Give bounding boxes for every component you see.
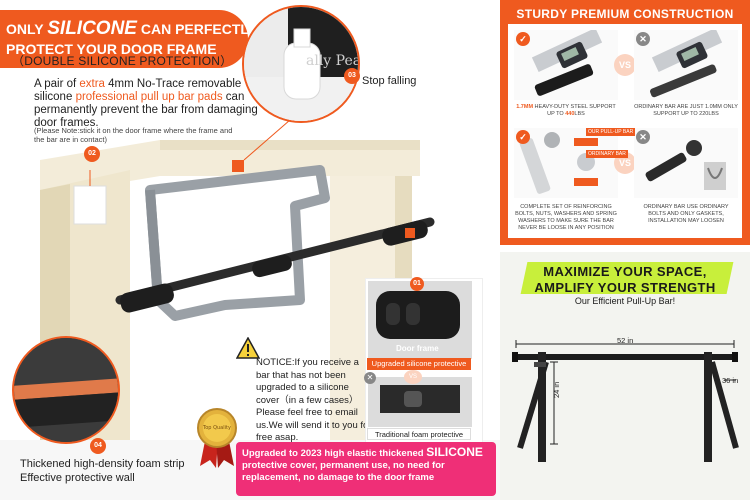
banner-highlight: SILICONE xyxy=(47,18,137,39)
wall-mount-bar-diagram xyxy=(512,340,739,462)
cross-icon: ✕ xyxy=(636,130,650,144)
depth-dimension-label: 36 in xyxy=(722,376,739,385)
badge-04: 04 xyxy=(90,438,106,454)
vs-badge-top: VS xyxy=(614,54,636,76)
caption-reinforcing-bolts: COMPLETE SET OF REINFORCING BOLTS, NUTS,… xyxy=(515,204,617,231)
space-title-line-1: MAXIMIZE YOUR SPACE, xyxy=(543,264,707,279)
pad-desc-part: can permanently prevent the bar from dam… xyxy=(34,91,258,129)
check-icon: ✓ xyxy=(516,32,530,46)
medal-text: Top Quality xyxy=(202,425,231,431)
caption-ordinary-bolts: ORDINARY BAR USE ORDINARY BOLTS AND ONLY… xyxy=(643,204,729,224)
upgrade-highlight: SILICONE xyxy=(426,445,483,459)
banner-line-3: （DOUBLE SILICONE PROTECTION） xyxy=(12,54,233,68)
traditional-caption: Traditional foam protective xyxy=(367,428,471,440)
warning-icon xyxy=(236,337,260,359)
space-title-line-2: AMPLIFY YOUR STRENGTH xyxy=(534,280,716,295)
upgrade-rest: protective cover, permanent use, no need… xyxy=(242,460,445,483)
vs-badge: VS xyxy=(404,370,422,384)
headline-banner: ONLY SILICONE CAN PERFECTLY PROTECT YOUR… xyxy=(0,10,257,68)
caption-ordinary-steel: ORDINARY BAR ARE JUST 1.0MM ONLY SUPPORT… xyxy=(634,104,738,117)
bolts-ordinary-image xyxy=(634,128,738,198)
banner-line-2: PROTECT YOUR DOOR FRAME xyxy=(6,41,217,57)
pad-comparison-images xyxy=(368,281,472,427)
caliper-ordinary-image xyxy=(634,27,738,100)
badge-03: 03 xyxy=(344,68,360,84)
width-dimension-label: 52 in xyxy=(617,336,634,345)
quality-medal-icon: Top Quality xyxy=(197,408,237,468)
notice-text: NOTICE:If you receive a bar that has not… xyxy=(256,357,372,443)
construction-title: STURDY PREMIUM CONSTRUCTION xyxy=(516,7,734,21)
upgrade-lead: Upgraded to 2023 high elastic thickened xyxy=(242,448,427,459)
door-frame-label: Door frame xyxy=(396,344,439,353)
brand-logo-text: ally Pea xyxy=(306,53,360,69)
cap-weight: 440 xyxy=(565,111,575,117)
silicone-protection-panel: ONLY SILICONE CAN PERFECTLY PROTECT YOUR… xyxy=(0,5,496,500)
foam-strip-description: Thickened high-density foam strip Effect… xyxy=(20,458,185,484)
foam-strip-detail xyxy=(12,336,120,444)
stop-falling-detail: ally Pea xyxy=(242,5,360,123)
caption-heavy-duty: 1.7MM HEAVY-DUTY STEEL SUPPORT UP TO 440… xyxy=(514,104,618,118)
install-note: (Please Note:stick it on the door frame … xyxy=(34,126,233,144)
upgrade-text: Upgraded to 2023 high elastic thickened … xyxy=(242,446,492,484)
bolts-ours-image xyxy=(514,128,618,198)
upgraded-caption: Upgraded silicone protective xyxy=(367,358,471,370)
construction-grid: ✓ VS ✕ 1.7MM HEAVY-DUTY STEEL SUPPORT UP… xyxy=(508,24,742,238)
check-icon: ✓ xyxy=(516,130,530,144)
tag-our-bar: OUR PULL-UP BAR xyxy=(586,128,636,136)
pad-desc-highlight: professional pull up bar pads xyxy=(75,91,223,103)
banner-line-1: ONLY SILICONE CAN PERFECTLY xyxy=(6,18,257,40)
banner-prefix: ONLY xyxy=(6,21,44,37)
caliper-ours-image xyxy=(514,27,618,100)
tag-ordinary-bar: ORDINARY BAR xyxy=(586,150,628,158)
pad-closeup-image: ally Pea xyxy=(244,7,360,121)
upgrade-banner: Upgraded to 2023 high elastic thickened … xyxy=(236,442,496,496)
cross-icon: ✕ xyxy=(636,32,650,46)
pad-desc-highlight: extra xyxy=(79,78,105,90)
cross-icon: ✕ xyxy=(364,372,376,384)
foam-closeup-image xyxy=(14,338,118,442)
pad-description: A pair of extra 4mm No-Trace removable s… xyxy=(34,78,266,130)
cap-thickness: 1.7MM xyxy=(516,104,534,110)
cap-text: HEAVY-DUTY STEEL SUPPORT UP TO xyxy=(533,104,616,117)
banner-suffix: CAN PERFECTLY xyxy=(140,21,258,37)
space-panel: MAXIMIZE YOUR SPACE, AMPLIFY YOUR STRENG… xyxy=(500,252,750,500)
construction-panel: STURDY PREMIUM CONSTRUCTION ✓ VS xyxy=(500,0,750,245)
height-dimension-label: 24 in xyxy=(552,381,561,398)
pad-desc-part: 4mm No-Trace removable silicone xyxy=(34,78,242,103)
pad-desc-part: A pair of xyxy=(34,78,80,90)
stop-falling-label: Stop falling xyxy=(362,75,417,87)
notice-callout: NOTICE:If you receive a bar that has not… xyxy=(236,337,371,445)
badge-01: 01 xyxy=(410,277,424,291)
space-subtitle: Our Efficient Pull-Up Bar! xyxy=(574,296,676,306)
cap-unit: LBS xyxy=(574,111,585,117)
badge-02: 02 xyxy=(84,146,100,162)
